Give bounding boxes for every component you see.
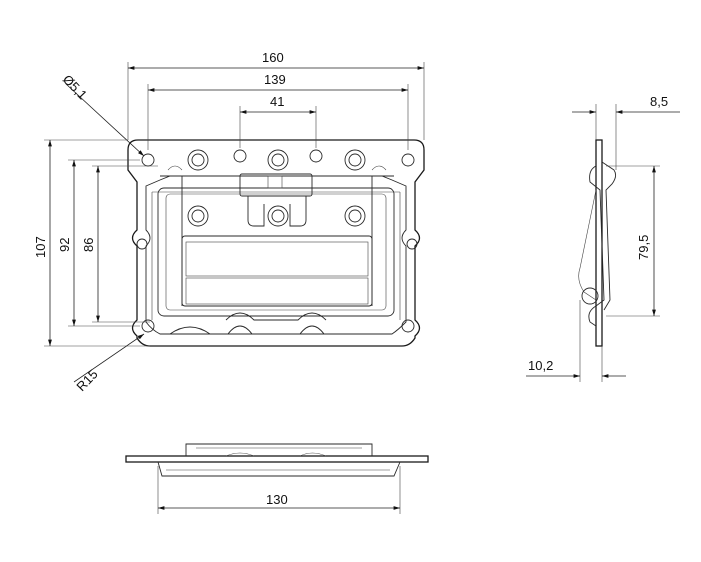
bottom-plate <box>125 455 429 463</box>
dim-label-107: 107 <box>33 236 48 258</box>
dim-label-130: 130 <box>266 492 288 507</box>
latch-block <box>239 173 313 197</box>
dim-label-160: 160 <box>262 50 284 65</box>
handle-bar <box>181 235 373 307</box>
mount-hole-top-center-left <box>233 149 247 163</box>
side-dimensions <box>526 104 680 382</box>
side-plate <box>595 139 603 347</box>
rivets <box>187 149 366 227</box>
bottom-scallops <box>169 325 325 335</box>
bottom-profile <box>157 461 401 477</box>
mount-hole-bottom-right <box>401 319 415 333</box>
front-view <box>127 139 425 347</box>
dim-label-139: 139 <box>264 72 286 87</box>
mount-hole-top-center-right <box>309 149 323 163</box>
mount-hole-top-right <box>401 153 415 167</box>
dim-label-10-2: 10,2 <box>528 358 553 373</box>
dim-label-92: 92 <box>57 238 72 252</box>
bottom-dimensions <box>157 466 401 514</box>
dim-label-79-5: 79,5 <box>636 235 651 260</box>
dim-label-41: 41 <box>270 94 284 109</box>
mount-hole-bottom-left <box>141 319 155 333</box>
dim-label-8-5: 8,5 <box>650 94 668 109</box>
bottom-view <box>125 443 429 477</box>
recess-outline <box>145 175 407 335</box>
dim-label-r15: R15 <box>73 367 100 395</box>
side-view <box>578 139 617 347</box>
dim-label-86: 86 <box>81 238 96 252</box>
side-profile <box>588 165 605 327</box>
dim-label-diameter: Ø5,1 <box>60 72 90 103</box>
front-plate-outline <box>127 139 425 347</box>
front-dimensions <box>44 62 425 383</box>
